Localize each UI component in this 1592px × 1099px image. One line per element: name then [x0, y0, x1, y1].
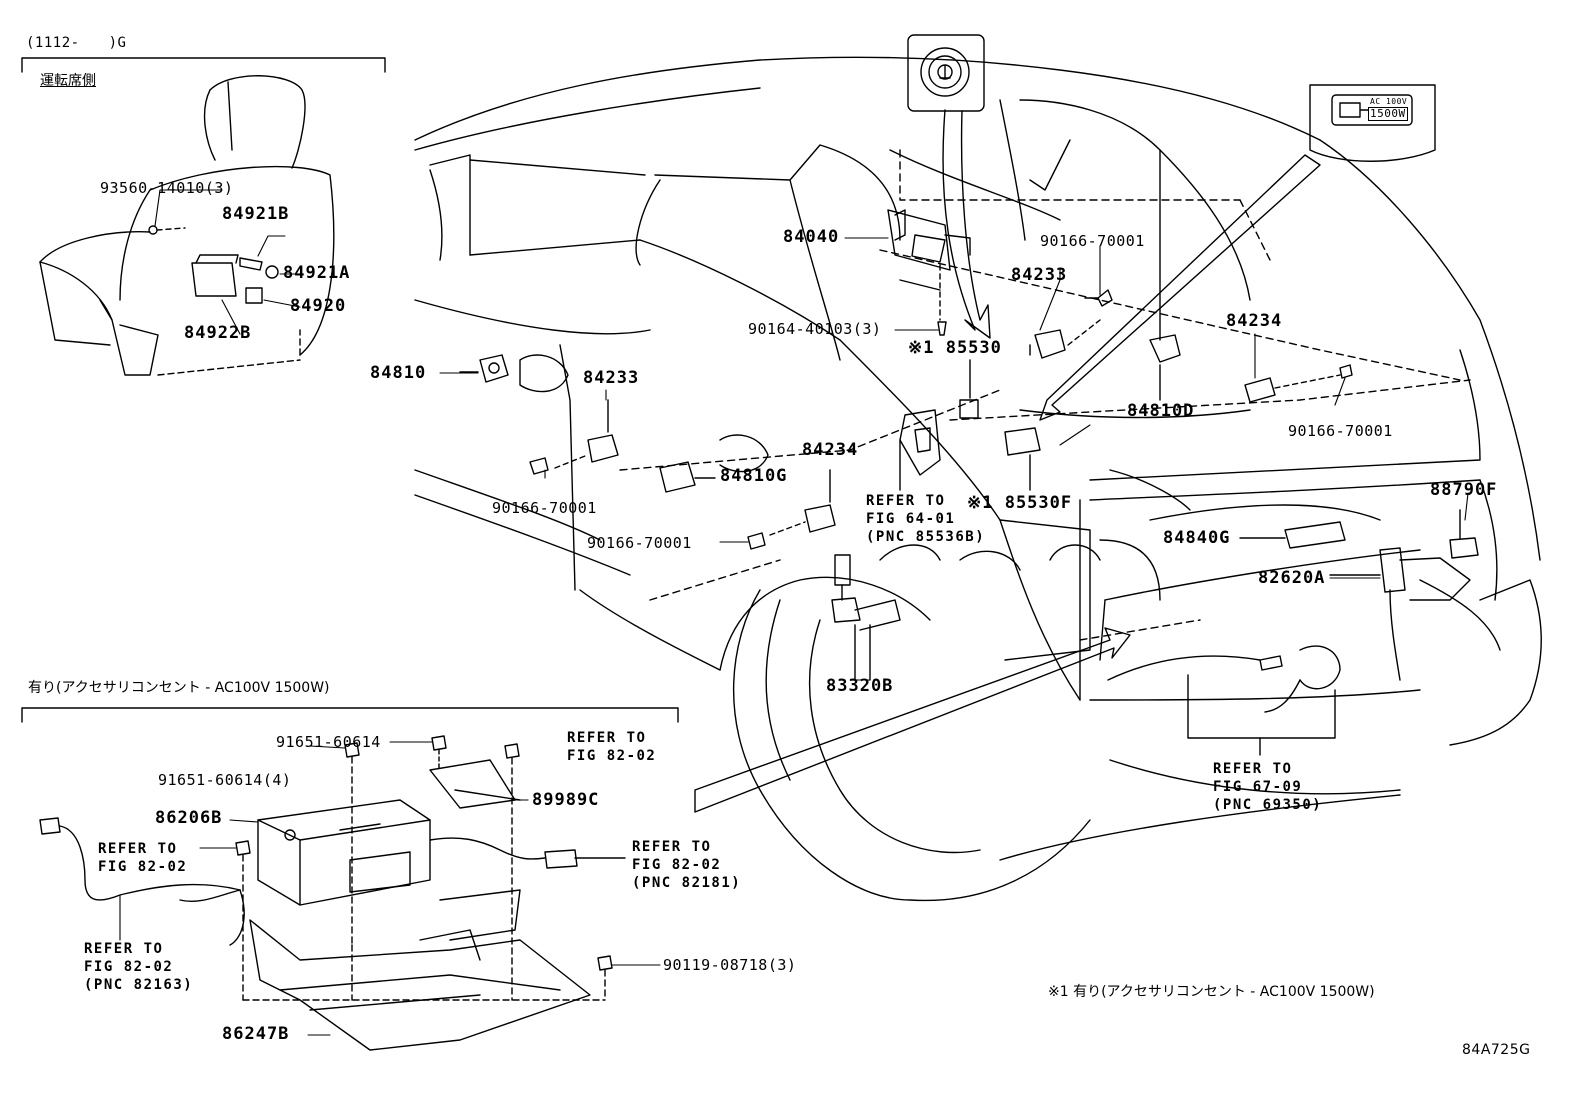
part-83320B[interactable]: 83320B: [826, 676, 894, 696]
part-86247B[interactable]: 86247B: [222, 1024, 290, 1044]
refer-line: FIG 67-09: [1213, 779, 1303, 795]
part-84810D[interactable]: 84810D: [1127, 401, 1195, 421]
refer-line: (PNC 82163): [84, 977, 194, 993]
part-90166-right[interactable]: 90166-70001: [1288, 422, 1393, 440]
part-91651-four[interactable]: 91651-60614(4): [158, 771, 292, 789]
connector-85530F: [1004, 427, 1041, 491]
refer-line: FIG 64-01: [866, 511, 956, 527]
lamp-84810G: [659, 461, 716, 493]
part-91651-single[interactable]: 91651-60614: [276, 733, 381, 751]
part-89989C[interactable]: 89989C: [532, 790, 600, 810]
ac-badge-watts: 1500W: [1368, 107, 1408, 121]
part-88790F[interactable]: 88790F: [1430, 480, 1498, 500]
part-86206B[interactable]: 86206B: [155, 808, 223, 828]
part-84921A[interactable]: 84921A: [283, 263, 351, 283]
bulb-84233-upper: [1029, 289, 1113, 359]
inverter-inset: [21, 707, 679, 1051]
refer-fig-64-01[interactable]: REFER TO FIG 64-01 (PNC 85536B): [866, 492, 985, 546]
refer-fig-82-02-pnc-82163[interactable]: REFER TO FIG 82-02 (PNC 82163): [84, 940, 193, 994]
switch-84040: [887, 209, 971, 336]
driver-seat-inset: [21, 57, 386, 376]
part-84840G[interactable]: 84840G: [1163, 528, 1231, 548]
refer-line: REFER TO: [632, 839, 712, 855]
part-84234-lower[interactable]: 84234: [802, 440, 859, 460]
footnote: ※1 有り(アクセサリコンセント - AC100V 1500W): [1048, 984, 1375, 1000]
part-84233-upper[interactable]: 84233: [1011, 265, 1068, 285]
underfloor-arrow: [694, 627, 1131, 813]
refer-line: REFER TO: [567, 730, 647, 746]
refer-line: FIG 82-02: [632, 857, 722, 873]
bracket-85536B: [899, 409, 941, 491]
sensor-83320B: [831, 554, 901, 681]
refer-line: FIG 82-02: [98, 859, 188, 875]
refer-line: (PNC 69350): [1213, 797, 1323, 813]
part-85530[interactable]: ※1 85530: [908, 338, 1002, 358]
refer-line: REFER TO: [866, 493, 946, 509]
refer-line: FIG 82-02: [567, 748, 657, 764]
part-84810G[interactable]: 84810G: [720, 466, 788, 486]
refer-line: REFER TO: [98, 841, 178, 857]
accessory-option-heading: 有り(アクセサリコンセント - AC100V 1500W): [28, 680, 330, 696]
refer-line: (PNC 82181): [632, 875, 742, 891]
usb-socket-callout: [907, 34, 991, 339]
ac-outlet-callout: [1039, 84, 1436, 421]
refer-fig-82-02-left[interactable]: REFER TO FIG 82-02: [98, 840, 187, 876]
part-93560[interactable]: 93560-14010(3): [100, 179, 234, 197]
harness-69350: [1107, 645, 1341, 756]
part-84233-lower[interactable]: 84233: [583, 368, 640, 388]
lamp-84810: [459, 354, 509, 383]
connector-85530: [959, 359, 979, 419]
car-body-outline: [414, 56, 1542, 902]
part-90166-mid[interactable]: 90166-70001: [587, 534, 692, 552]
part-85530F[interactable]: ※1 85530F: [967, 493, 1073, 513]
part-90119[interactable]: 90119-08718(3): [663, 956, 797, 974]
refer-line: FIG 82-02: [84, 959, 174, 975]
model-range-label: (1112- )G: [26, 35, 127, 51]
refer-fig-67-09[interactable]: REFER TO FIG 67-09 (PNC 69350): [1213, 760, 1322, 814]
refer-line: REFER TO: [1213, 761, 1293, 777]
bulb-84234-lower: [747, 469, 836, 550]
refer-fig-82-02-pnc-82181[interactable]: REFER TO FIG 82-02 (PNC 82181): [632, 838, 741, 892]
refer-line: (PNC 85536B): [866, 529, 986, 545]
refer-fig-82-02-top[interactable]: REFER TO FIG 82-02: [567, 729, 656, 765]
part-84922B[interactable]: 84922B: [184, 323, 252, 343]
ac-badge-voltage: AC 100V: [1370, 97, 1408, 106]
refer-line: REFER TO: [84, 941, 164, 957]
drawing-id: 84A725G: [1462, 1042, 1531, 1058]
part-84920[interactable]: 84920: [290, 296, 347, 316]
part-82620A[interactable]: 82620A: [1258, 568, 1326, 588]
part-90164[interactable]: 90164-40103(3): [748, 320, 882, 338]
bulb-84233-lower: [529, 399, 619, 475]
bulb-84234-upper: [1244, 364, 1353, 403]
part-84040[interactable]: 84040: [783, 227, 840, 247]
part-84234-upper[interactable]: 84234: [1226, 311, 1283, 331]
switch-84840G: [1239, 521, 1346, 549]
lock-82620A: [1329, 509, 1479, 601]
leader-lines: [119, 189, 1469, 1036]
part-90166-upper[interactable]: 90166-70001: [1040, 232, 1145, 250]
lamp-84810D: [1149, 334, 1181, 401]
part-90166-left[interactable]: 90166-70001: [492, 499, 597, 517]
part-84810[interactable]: 84810: [370, 363, 427, 383]
driver-side-heading: 運転席側: [40, 73, 96, 89]
part-84921B[interactable]: 84921B: [222, 204, 290, 224]
